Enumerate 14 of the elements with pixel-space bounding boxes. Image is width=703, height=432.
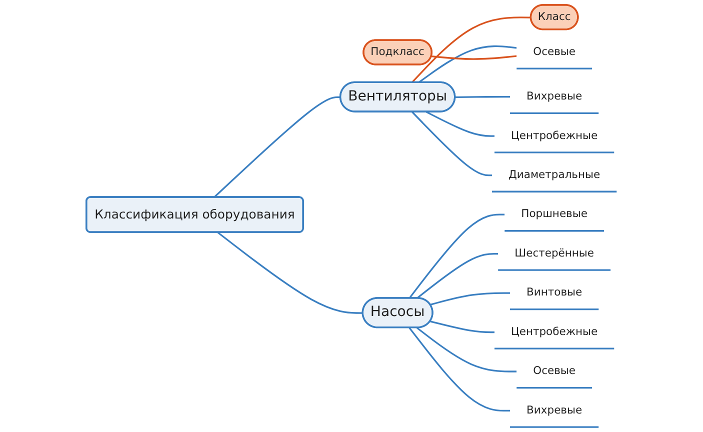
connector: [416, 252, 498, 300]
connector: [418, 45, 517, 84]
connector: [408, 327, 510, 412]
connector: [416, 327, 517, 372]
connector: [431, 55, 517, 60]
connector: [412, 111, 492, 176]
connector: [455, 96, 510, 98]
connector: [411, 16, 532, 84]
connector: [408, 214, 505, 299]
connector: [214, 96, 341, 198]
connector: [426, 111, 494, 137]
connector: [430, 292, 510, 306]
connector: [217, 232, 364, 314]
connector: [430, 320, 494, 334]
